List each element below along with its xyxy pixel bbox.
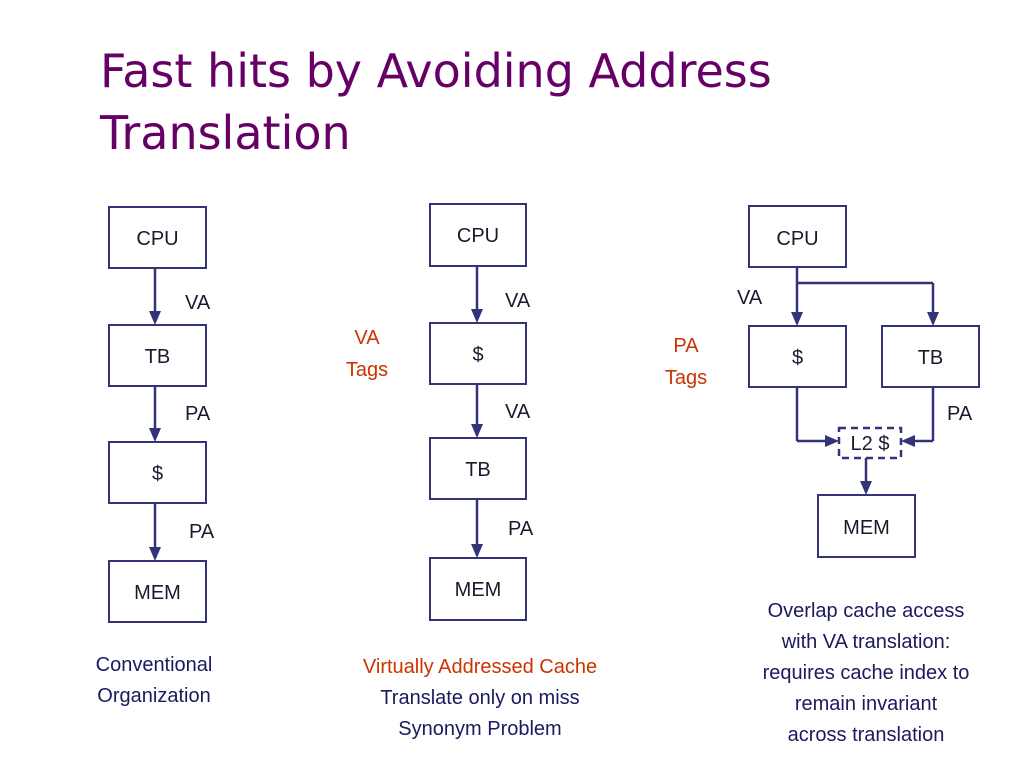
overlap-caption-line-2: with VA translation: [781,631,951,653]
virt-mem-box [429,557,527,621]
conv-cpu-label: CPU [136,228,178,250]
overlap-caption-line-1: Overlap cache access [767,600,965,622]
virtually-addressed-cache: CPU VA VA Tags $ VA TB PA MEM [346,203,534,621]
conventional-organization: CPU VA TB PA $ PA MEM [108,206,215,623]
conv-cache-label: $ [152,463,163,485]
slide-title: Fast hits by Avoiding Address Translatio… [100,40,1000,164]
virt-cache-label: $ [472,344,483,366]
ovl-l2-label: L2 $ [851,433,890,455]
virtual-caption-line-3: Synonym Problem [398,718,562,740]
ovl-edge-label-pa: PA [947,403,973,425]
conv-mem-box [108,560,207,623]
conv-edge-label-1: VA [185,292,211,314]
conv-tb-label: TB [145,346,171,368]
conv-arrowhead-3 [149,547,161,561]
virt-cpu-box [429,203,527,267]
ovl-arrowhead-tb-l2 [901,435,915,447]
virt-tags-line-1: VA [354,327,380,349]
overlap-caption-line-4: remain invariant [794,693,938,715]
virt-tags-line-2: Tags [346,359,388,381]
virt-arrowhead-3 [471,544,483,558]
conv-edge-label-3: PA [189,521,215,543]
conv-cpu-box [108,206,207,269]
virt-arrowhead-2 [471,424,483,438]
conventional-caption-line-2: Organization [97,685,211,707]
ovl-tb-label: TB [918,347,944,369]
virtual-caption-line-2: Translate only on miss [380,687,580,709]
ovl-l2-box [837,426,903,460]
virtual-caption: Virtually Addressed Cache Translate only… [320,652,640,745]
overlap-caption-line-5: across translation [787,724,945,746]
virt-arrowhead-1 [471,309,483,323]
ovl-arrowhead-cpu-cache [791,312,803,326]
conv-tb-box [108,324,207,387]
conventional-caption: Conventional Organization [44,650,264,712]
virt-edge-label-3: PA [508,518,534,540]
conventional-caption-line-1: Conventional [95,654,213,676]
ovl-tags-line-2: Tags [665,367,707,389]
overlap-caption: Overlap cache access with VA translation… [716,596,1016,751]
virt-edge-label-1: VA [505,290,531,312]
virtual-caption-line-1: Virtually Addressed Cache [362,656,598,678]
virt-tb-box [429,437,527,500]
ovl-cache-label: $ [792,347,803,369]
conv-arrowhead-2 [149,428,161,442]
virt-cpu-label: CPU [457,225,499,247]
ovl-arrowhead-cpu-tb [927,312,939,326]
ovl-cpu-box [748,205,847,268]
ovl-cpu-label: CPU [776,228,818,250]
virt-edge-label-2: VA [505,401,531,423]
virt-cache-box [429,322,527,385]
conv-cache-box [108,441,207,504]
overlap-organization: CPU VA PA Tags $ TB PA L2 $ MEM [665,205,980,558]
conv-edge-label-2: PA [185,403,211,425]
overlap-caption-line-3: requires cache index to [762,662,970,684]
virt-tb-label: TB [465,459,491,481]
ovl-mem-label: MEM [843,517,890,539]
conv-mem-label: MEM [134,582,181,604]
ovl-arrowhead-cache-l2 [825,435,839,447]
conv-arrowhead-1 [149,311,161,325]
ovl-edge-label-va: VA [737,287,763,309]
virt-mem-label: MEM [455,579,502,601]
ovl-tb-box [881,325,980,388]
ovl-mem-box [817,494,916,558]
ovl-tags-line-1: PA [673,335,699,357]
ovl-cache-box [748,325,847,388]
ovl-arrowhead-l2-mem [860,481,872,495]
title-line-1: Fast hits by Avoiding Address [100,44,772,98]
title-line-2: Translation [100,106,351,160]
